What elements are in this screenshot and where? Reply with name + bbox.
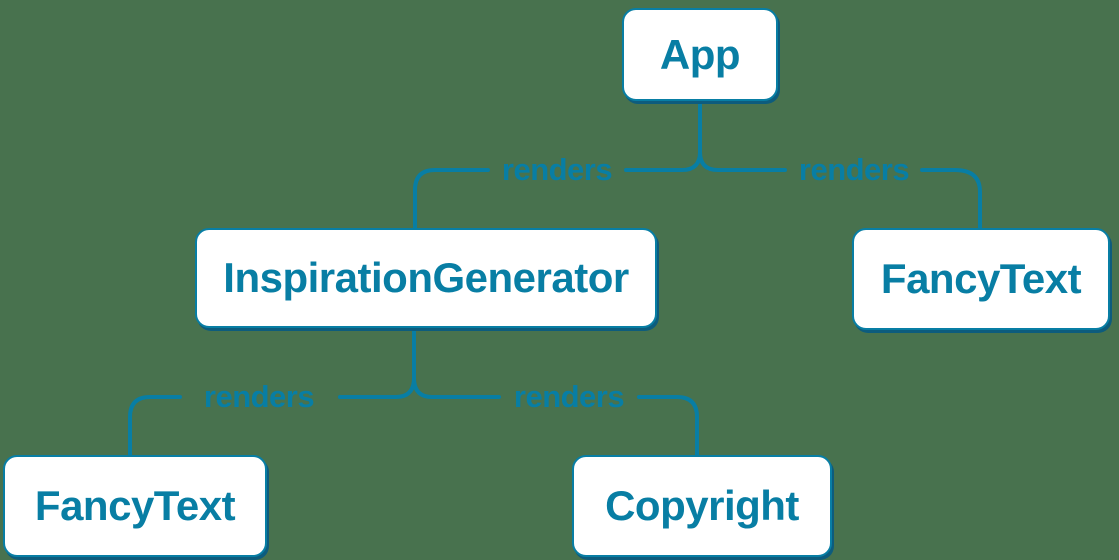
edge-label-inspiration-fancytext: renders (203, 379, 315, 414)
node-copyright: Copyright (572, 455, 832, 557)
node-fancytext-right: FancyText (852, 228, 1110, 330)
node-app-label: App (659, 30, 741, 78)
node-copyright-label: Copyright (605, 482, 799, 529)
node-fancytext-left-label: FancyText (34, 482, 236, 529)
edge-label-app-fancytext: renders (798, 152, 910, 187)
node-app: App (622, 8, 778, 101)
edge-label-app-inspiration: renders (501, 152, 613, 187)
edge-label-inspiration-copyright: renders (513, 379, 625, 414)
node-inspiration-generator-label: InspirationGenerator (223, 254, 629, 301)
node-inspiration-generator: InspirationGenerator (195, 228, 657, 328)
edge-path-upper (413, 99, 982, 230)
edge-path-lower (128, 328, 699, 457)
node-fancytext-left: FancyText (3, 455, 267, 557)
node-fancytext-right-label: FancyText (880, 255, 1082, 302)
